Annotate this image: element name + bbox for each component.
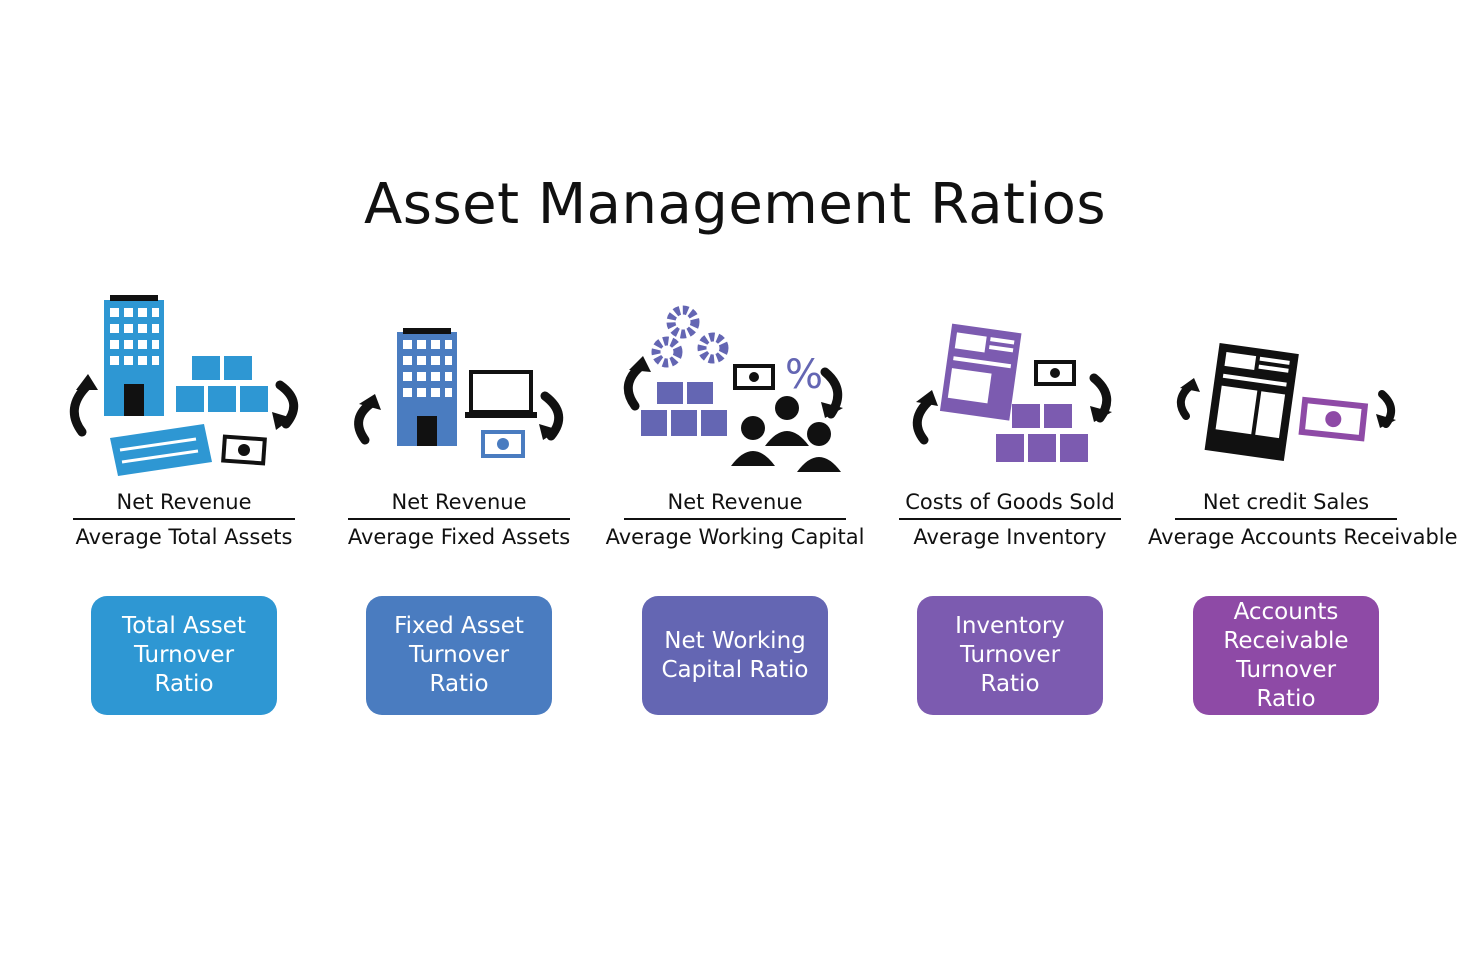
formula-numerator: Net Revenue bbox=[391, 490, 527, 514]
ratio-column-inventory: Costs of Goods Sold Average Inventory In… bbox=[872, 290, 1148, 730]
ratio-formula: Net Revenue Average Total Assets bbox=[46, 488, 322, 551]
gears-icon bbox=[651, 305, 729, 368]
formula-denominator: Average Total Assets bbox=[75, 525, 293, 549]
boxes-icon bbox=[176, 356, 268, 412]
illustration bbox=[872, 290, 1148, 480]
ratio-label-box: Net Working Capital Ratio bbox=[642, 596, 828, 715]
document-icon bbox=[1204, 342, 1299, 462]
ratio-formula: Net Revenue Average Fixed Assets bbox=[321, 488, 597, 551]
building-icon bbox=[397, 328, 457, 446]
ratio-label: Accounts Receivable Turnover Ratio bbox=[1223, 598, 1349, 712]
ratio-label-box: Accounts Receivable Turnover Ratio bbox=[1193, 596, 1379, 715]
people-icon bbox=[731, 396, 841, 472]
fraction-line bbox=[348, 518, 570, 520]
document-icon bbox=[939, 323, 1022, 421]
cycle-arrow-icon bbox=[820, 367, 843, 419]
banknote-icon bbox=[733, 364, 775, 390]
formula-numerator: Costs of Goods Sold bbox=[905, 490, 1115, 514]
ratio-label: Net Working Capital Ratio bbox=[661, 627, 809, 683]
page-title: Asset Management Ratios bbox=[363, 172, 1106, 237]
ratio-column-fixed-asset: Net Revenue Average Fixed Assets Fixed A… bbox=[321, 290, 597, 730]
cycle-arrow-icon bbox=[69, 374, 98, 437]
formula-numerator: Net Revenue bbox=[116, 490, 252, 514]
ratio-label-box: Inventory Turnover Ratio bbox=[917, 596, 1103, 715]
check-icon bbox=[110, 424, 212, 476]
banknote-icon bbox=[1298, 396, 1369, 442]
ratio-column-working-capital: % Net Revenue Average Working Capital Ne… bbox=[597, 290, 873, 730]
formula-denominator: Average Fixed Assets bbox=[347, 525, 571, 549]
cycle-arrow-icon bbox=[1376, 390, 1396, 428]
ratio-column-total-asset: Net Revenue Average Total Assets Total A… bbox=[46, 290, 322, 730]
formula-numerator: Net credit Sales bbox=[1202, 490, 1370, 514]
fraction-line bbox=[73, 518, 295, 520]
formula-denominator: Average Accounts Receivable bbox=[1148, 525, 1458, 549]
cycle-arrow-icon bbox=[623, 356, 651, 411]
ratio-formula: Net Revenue Average Working Capital bbox=[597, 488, 873, 551]
banknote-icon bbox=[481, 430, 525, 458]
laptop-icon bbox=[465, 370, 537, 418]
cycle-arrow-icon bbox=[354, 394, 381, 445]
cycle-arrow-icon bbox=[272, 380, 299, 430]
cycle-arrow-icon bbox=[1176, 378, 1200, 420]
formula-denominator: Average Inventory bbox=[913, 525, 1107, 549]
fraction-line bbox=[899, 518, 1121, 520]
ratio-label: Inventory Turnover Ratio bbox=[955, 613, 1065, 697]
fraction-line bbox=[624, 518, 846, 520]
ratio-column-accounts-receivable: Net credit Sales Average Accounts Receiv… bbox=[1148, 290, 1458, 730]
ratio-label-box: Fixed Asset Turnover Ratio bbox=[366, 596, 552, 715]
ratio-label: Total Asset Turnover Ratio bbox=[122, 613, 246, 697]
percent-icon: % bbox=[785, 352, 823, 398]
building-icon bbox=[104, 295, 164, 416]
illustration bbox=[46, 290, 322, 480]
cycle-arrow-icon bbox=[912, 390, 938, 445]
boxes-icon bbox=[641, 382, 727, 436]
formula-numerator: Net Revenue bbox=[667, 490, 803, 514]
ratio-formula: Net credit Sales Average Accounts Receiv… bbox=[1148, 488, 1458, 551]
illustration: % bbox=[597, 290, 873, 480]
fraction-line bbox=[1175, 518, 1397, 520]
banknote-icon bbox=[1034, 360, 1076, 386]
cycle-arrow-icon bbox=[1089, 373, 1112, 423]
boxes-icon bbox=[996, 404, 1088, 462]
illustration bbox=[1148, 290, 1424, 480]
ratio-formula: Costs of Goods Sold Average Inventory bbox=[872, 488, 1148, 551]
ratio-label-box: Total Asset Turnover Ratio bbox=[91, 596, 277, 715]
banknote-icon bbox=[221, 434, 267, 466]
illustration bbox=[321, 290, 597, 480]
formula-denominator: Average Working Capital bbox=[605, 525, 865, 549]
ratio-label: Fixed Asset Turnover Ratio bbox=[394, 613, 524, 697]
cycle-arrow-icon bbox=[539, 391, 564, 441]
